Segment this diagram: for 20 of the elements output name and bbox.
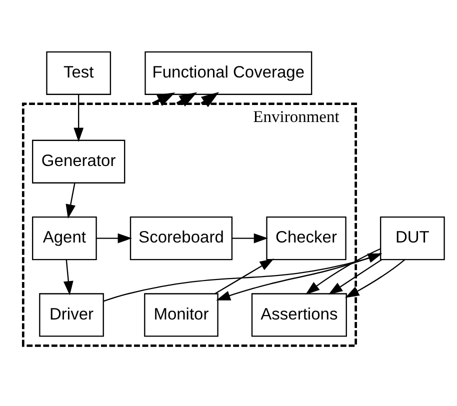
arrow xyxy=(232,232,268,243)
node-box: Generator xyxy=(32,139,125,183)
arrow xyxy=(65,182,75,218)
arrow xyxy=(304,248,380,294)
arrow xyxy=(62,259,73,295)
arrow xyxy=(328,258,382,294)
node-box: Agent xyxy=(32,216,96,260)
arrow xyxy=(216,252,380,300)
arrow xyxy=(96,232,132,243)
node-box: DUT xyxy=(380,216,444,260)
arrow xyxy=(344,258,404,298)
node-box: Scoreboard xyxy=(129,216,232,260)
node-box: Checker xyxy=(266,216,346,260)
node-box: Functional Coverage xyxy=(144,50,312,94)
arrow xyxy=(214,258,274,294)
node-box: Test xyxy=(46,50,111,94)
node-box: Assertions xyxy=(250,292,346,336)
arrow xyxy=(73,94,84,142)
node-box: Monitor xyxy=(144,292,218,336)
node-box: Driver xyxy=(38,292,104,336)
